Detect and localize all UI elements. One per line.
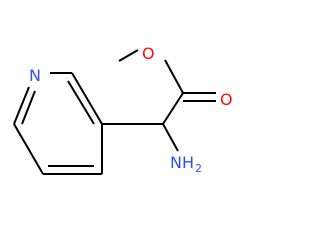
bond-methyl-oxygen bbox=[118, 49, 139, 62]
ring-inner-n-c6 bbox=[21, 90, 36, 125]
ring-bond-n-c6 bbox=[13, 86, 30, 125]
bond-carbonyl-alpha bbox=[162, 92, 184, 125]
ring-inner-c3-c2 bbox=[67, 80, 95, 125]
atom-label-carbonyl-oxygen: O bbox=[220, 90, 233, 109]
ring-bond-c6-c5 bbox=[13, 123, 44, 175]
bond-oxygen-carbonyl-carbon bbox=[164, 59, 184, 94]
molecule-canvas: N O O NH 2 bbox=[13, 44, 233, 175]
atom-label-amine-subscript: 2 bbox=[195, 162, 202, 175]
molecule-structure: N O O NH 2 bbox=[13, 44, 233, 175]
atom-label-amine: NH bbox=[170, 153, 194, 172]
atom-label-ester-oxygen: O bbox=[142, 44, 155, 63]
atom-label-ring-nitrogen: N bbox=[29, 66, 41, 85]
bond-alpha-amine bbox=[162, 123, 179, 152]
ring-bond-c3-c2 bbox=[71, 72, 103, 125]
